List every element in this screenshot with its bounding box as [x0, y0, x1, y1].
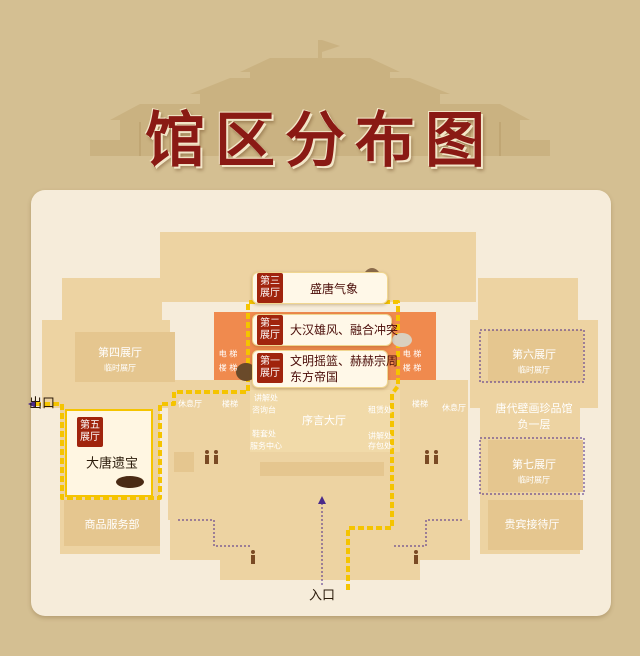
page-title: 馆区分布图 [145, 106, 495, 176]
entry-label[interactable]: 入口 [308, 588, 336, 604]
hall4-sub: 临时展厅 [104, 363, 136, 373]
hall1-name-line1: 文明摇篮、赫赫宗周 [290, 354, 399, 368]
lobby-label: 序言大厅 [302, 414, 346, 427]
audio-label: 讲解处 [368, 431, 392, 441]
lounge-right-label: 休息厅 [442, 403, 466, 413]
elevator-left-label: 电 梯 [218, 349, 238, 359]
hall6-border [479, 329, 585, 383]
wardrobe-label: 存包处 [368, 441, 392, 451]
elevator-right-label: 电 梯 [402, 349, 422, 359]
hall7-border [479, 437, 585, 495]
vip-label: 贵宾接待厅 [504, 518, 560, 531]
lounge-left-label: 休息厅 [178, 399, 202, 409]
shop-label: 商品服务部 [84, 518, 140, 531]
hall6-label: 第六展厅 [512, 348, 556, 361]
treasure-label: 唐代壁画珍品馆 [495, 402, 573, 415]
room-blocks [64, 330, 583, 550]
guide-lines [178, 500, 462, 585]
basement-label: 负一层 [517, 418, 551, 431]
lobby-area [250, 390, 400, 452]
stairs-mid-right-label: 楼梯 [412, 399, 428, 409]
service-label: 服务中心 [250, 441, 282, 451]
guide-label: 讲解处 [254, 393, 278, 403]
hall1-name-line2: 东方帝国 [290, 370, 339, 384]
hall3-name: 盛唐气象 [310, 282, 359, 296]
stairs-left-label: 楼 梯 [218, 363, 238, 373]
entry-arrow-icon [318, 496, 326, 504]
restroom-icon [205, 450, 438, 564]
hall7-label: 第七展厅 [512, 458, 556, 471]
stairs-mid-left-label: 楼梯 [222, 399, 238, 409]
shoes-label: 鞋套处 [252, 429, 276, 439]
hall2-badge: 第二 展厅 [257, 315, 283, 345]
exit-arrow-icon [28, 400, 36, 408]
exit-label[interactable]: 出口 [28, 396, 56, 412]
visitor-route [36, 300, 400, 590]
stairs-right-label: 楼 梯 [402, 363, 422, 373]
palace-silhouette [90, 40, 550, 156]
hall5-badge: 第五 展厅 [77, 417, 103, 447]
hall5-name: 大唐遗宝 [85, 456, 139, 472]
hall2-name: 大汉雄风、融合冲突 [290, 323, 399, 337]
lease-label: 租赁处 [368, 405, 392, 415]
consult-label: 咨询台 [252, 405, 276, 415]
hall3-badge: 第三 展厅 [257, 273, 283, 303]
hall4-label: 第四展厅 [98, 346, 142, 359]
hall1-badge: 第一 展厅 [257, 353, 283, 383]
hall7-sub: 临时展厅 [518, 475, 550, 485]
hall6-sub: 临时展厅 [518, 365, 550, 375]
